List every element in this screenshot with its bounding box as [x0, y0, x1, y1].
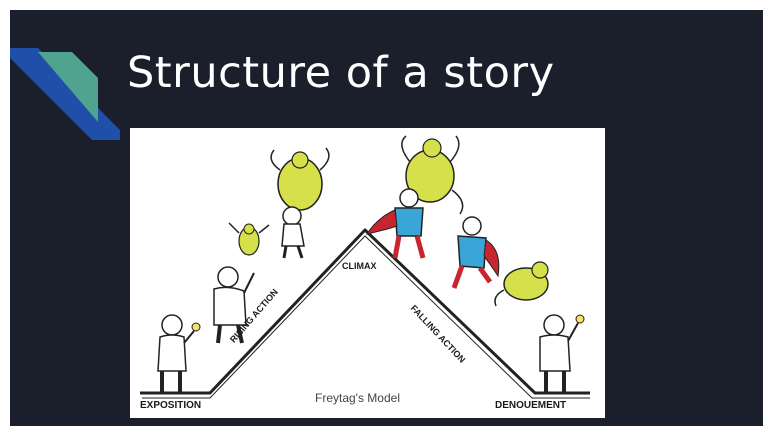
rising-character [213, 266, 255, 344]
slide-title: Structure of a story [127, 48, 555, 98]
label-exposition: EXPOSITION [140, 400, 202, 411]
corner-stripe-decoration [10, 48, 120, 140]
freytag-diagram: EXPOSITION RISING ACTION CLIMAX FALLING … [130, 128, 605, 418]
plot-line [140, 228, 590, 395]
model-caption: Freytag's Model [315, 391, 400, 405]
small-dragon [228, 222, 270, 256]
climax-dragon [401, 135, 464, 215]
falling-hero [451, 216, 500, 289]
large-dragon-with-character [270, 147, 330, 259]
slide: Structure of a story [10, 10, 763, 426]
label-denouement: DENOUEMENT [495, 400, 567, 411]
freytag-illustration [140, 135, 590, 399]
denouement-character [539, 314, 585, 395]
label-climax: CLIMAX [342, 261, 377, 271]
exposition-character [156, 314, 201, 395]
falling-dragon [494, 261, 549, 307]
climax-hero [365, 188, 426, 259]
